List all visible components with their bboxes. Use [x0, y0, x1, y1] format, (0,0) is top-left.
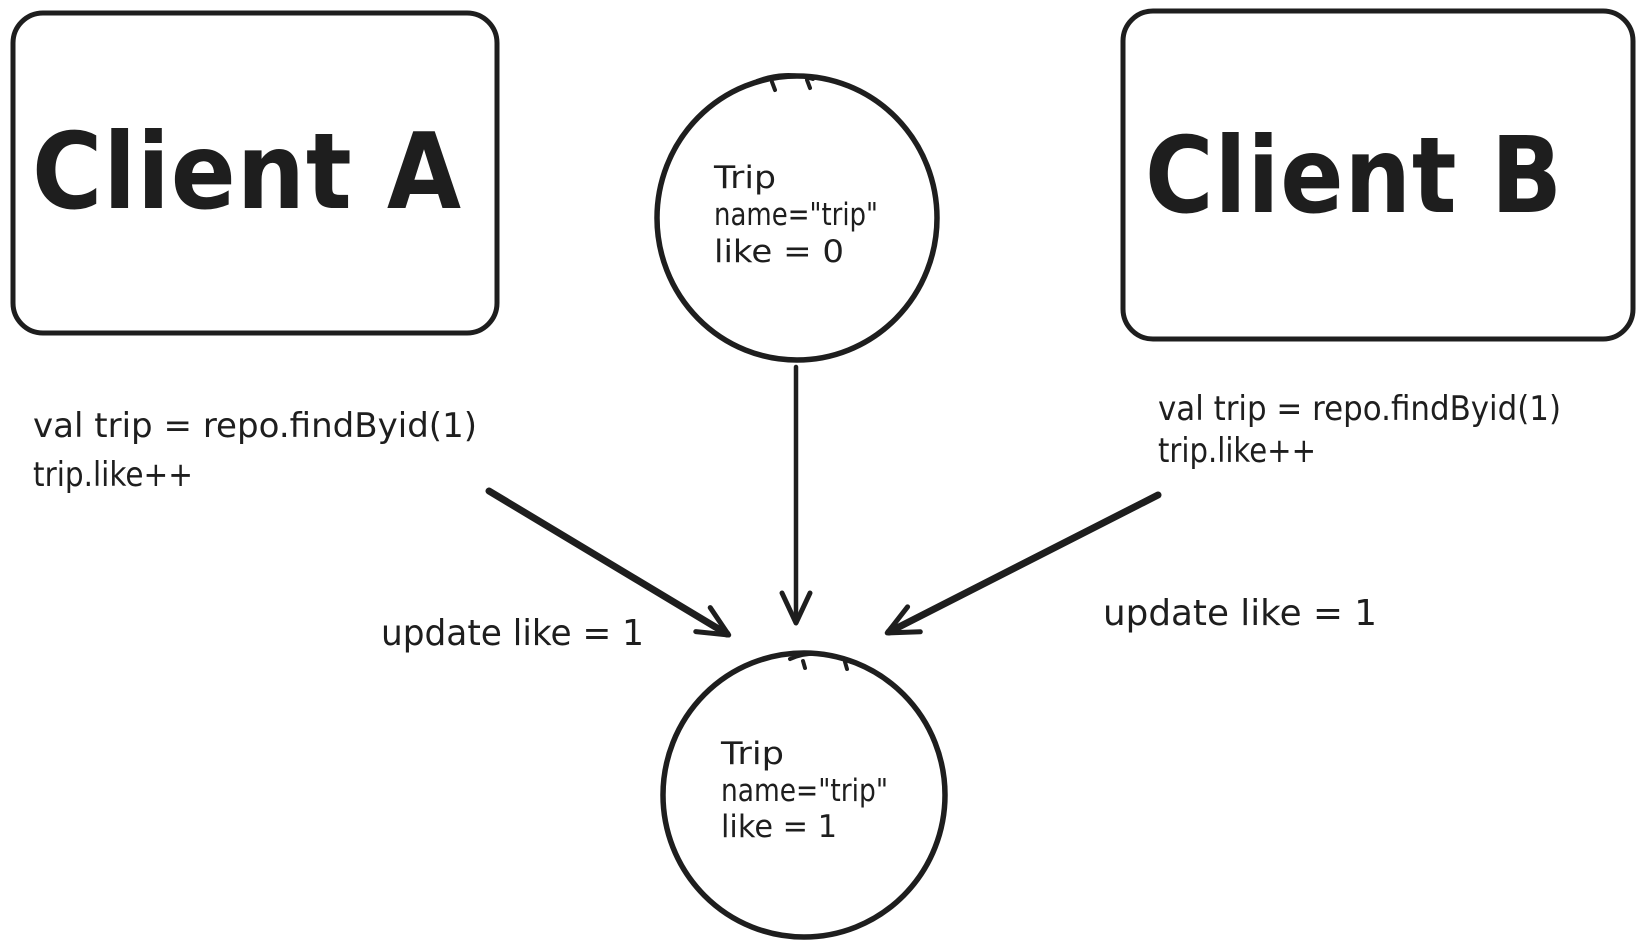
pen-overlap-detail-top-circle	[755, 73, 815, 92]
client-b-box	[1120, 8, 1636, 342]
update-label-left: update like = 1	[381, 613, 644, 654]
client-a-code-line2: trip.like++	[33, 455, 193, 495]
client-b-label: Client B	[1145, 115, 1563, 237]
trip-final-title: Trip	[720, 736, 784, 772]
client-a-label: Client A	[32, 111, 462, 233]
trip-final-name: name="trip"	[721, 773, 888, 809]
arrow-client-b-to-final	[884, 491, 1162, 636]
trip-initial-name: name="trip"	[714, 197, 878, 233]
arrow-client-a-to-final	[485, 487, 732, 638]
client-a-code-line1: val trip = repo.findByid(1)	[33, 406, 477, 446]
trip-initial-title: Trip	[713, 160, 776, 196]
client-a-box	[10, 10, 500, 336]
trip-initial-like: like = 0	[714, 234, 844, 270]
client-b-code-line1: val trip = repo.findByid(1)	[1158, 389, 1561, 429]
update-label-right: update like = 1	[1103, 593, 1377, 634]
client-b-code-line2: trip.like++	[1158, 431, 1316, 471]
trip-final-like: like = 1	[721, 809, 837, 845]
pen-overlap-detail-bottom-circle	[788, 651, 853, 671]
